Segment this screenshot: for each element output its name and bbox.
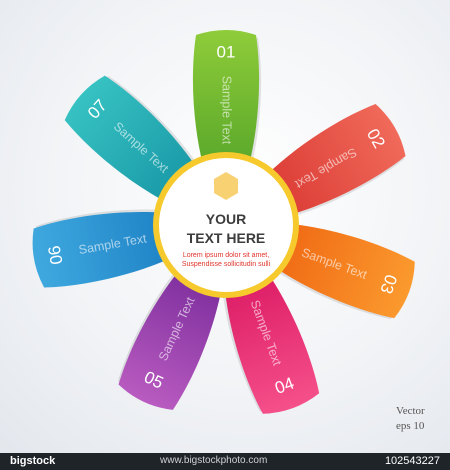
- petal-shape-01: [192, 30, 260, 165]
- petal-shape-05: [118, 269, 222, 410]
- stock-bar: bigstock www.bigstockphoto.com 102543227: [0, 453, 450, 470]
- petal-shape-04: [224, 273, 320, 414]
- petal-number-06: 06: [45, 244, 67, 266]
- petal-number-01: 01: [217, 42, 236, 61]
- footer-eps: eps 10: [396, 420, 425, 432]
- petal-shape-02: [266, 104, 406, 215]
- petal-shape-03: [274, 223, 415, 319]
- center-body-line2: Suspendisse sollicitudin sulli: [182, 261, 271, 268]
- center-circle: [159, 158, 293, 292]
- petal-shape-06: [32, 212, 171, 288]
- center-title-line1: YOUR: [206, 211, 246, 227]
- center-title-line2: TEXT HERE: [187, 230, 266, 246]
- footer-vector: Vector: [396, 405, 425, 417]
- stock-site: www.bigstockphoto.com: [160, 455, 268, 466]
- petal-shape-07: [64, 75, 197, 202]
- hexagon-icon: [214, 172, 238, 200]
- stock-id: 102543227: [384, 455, 440, 467]
- petal-text-01: Sample Text: [220, 76, 234, 145]
- stock-brand: bigstock: [10, 455, 56, 467]
- center-body-line1: Lorem ipsum dolor sit amet,: [183, 252, 269, 259]
